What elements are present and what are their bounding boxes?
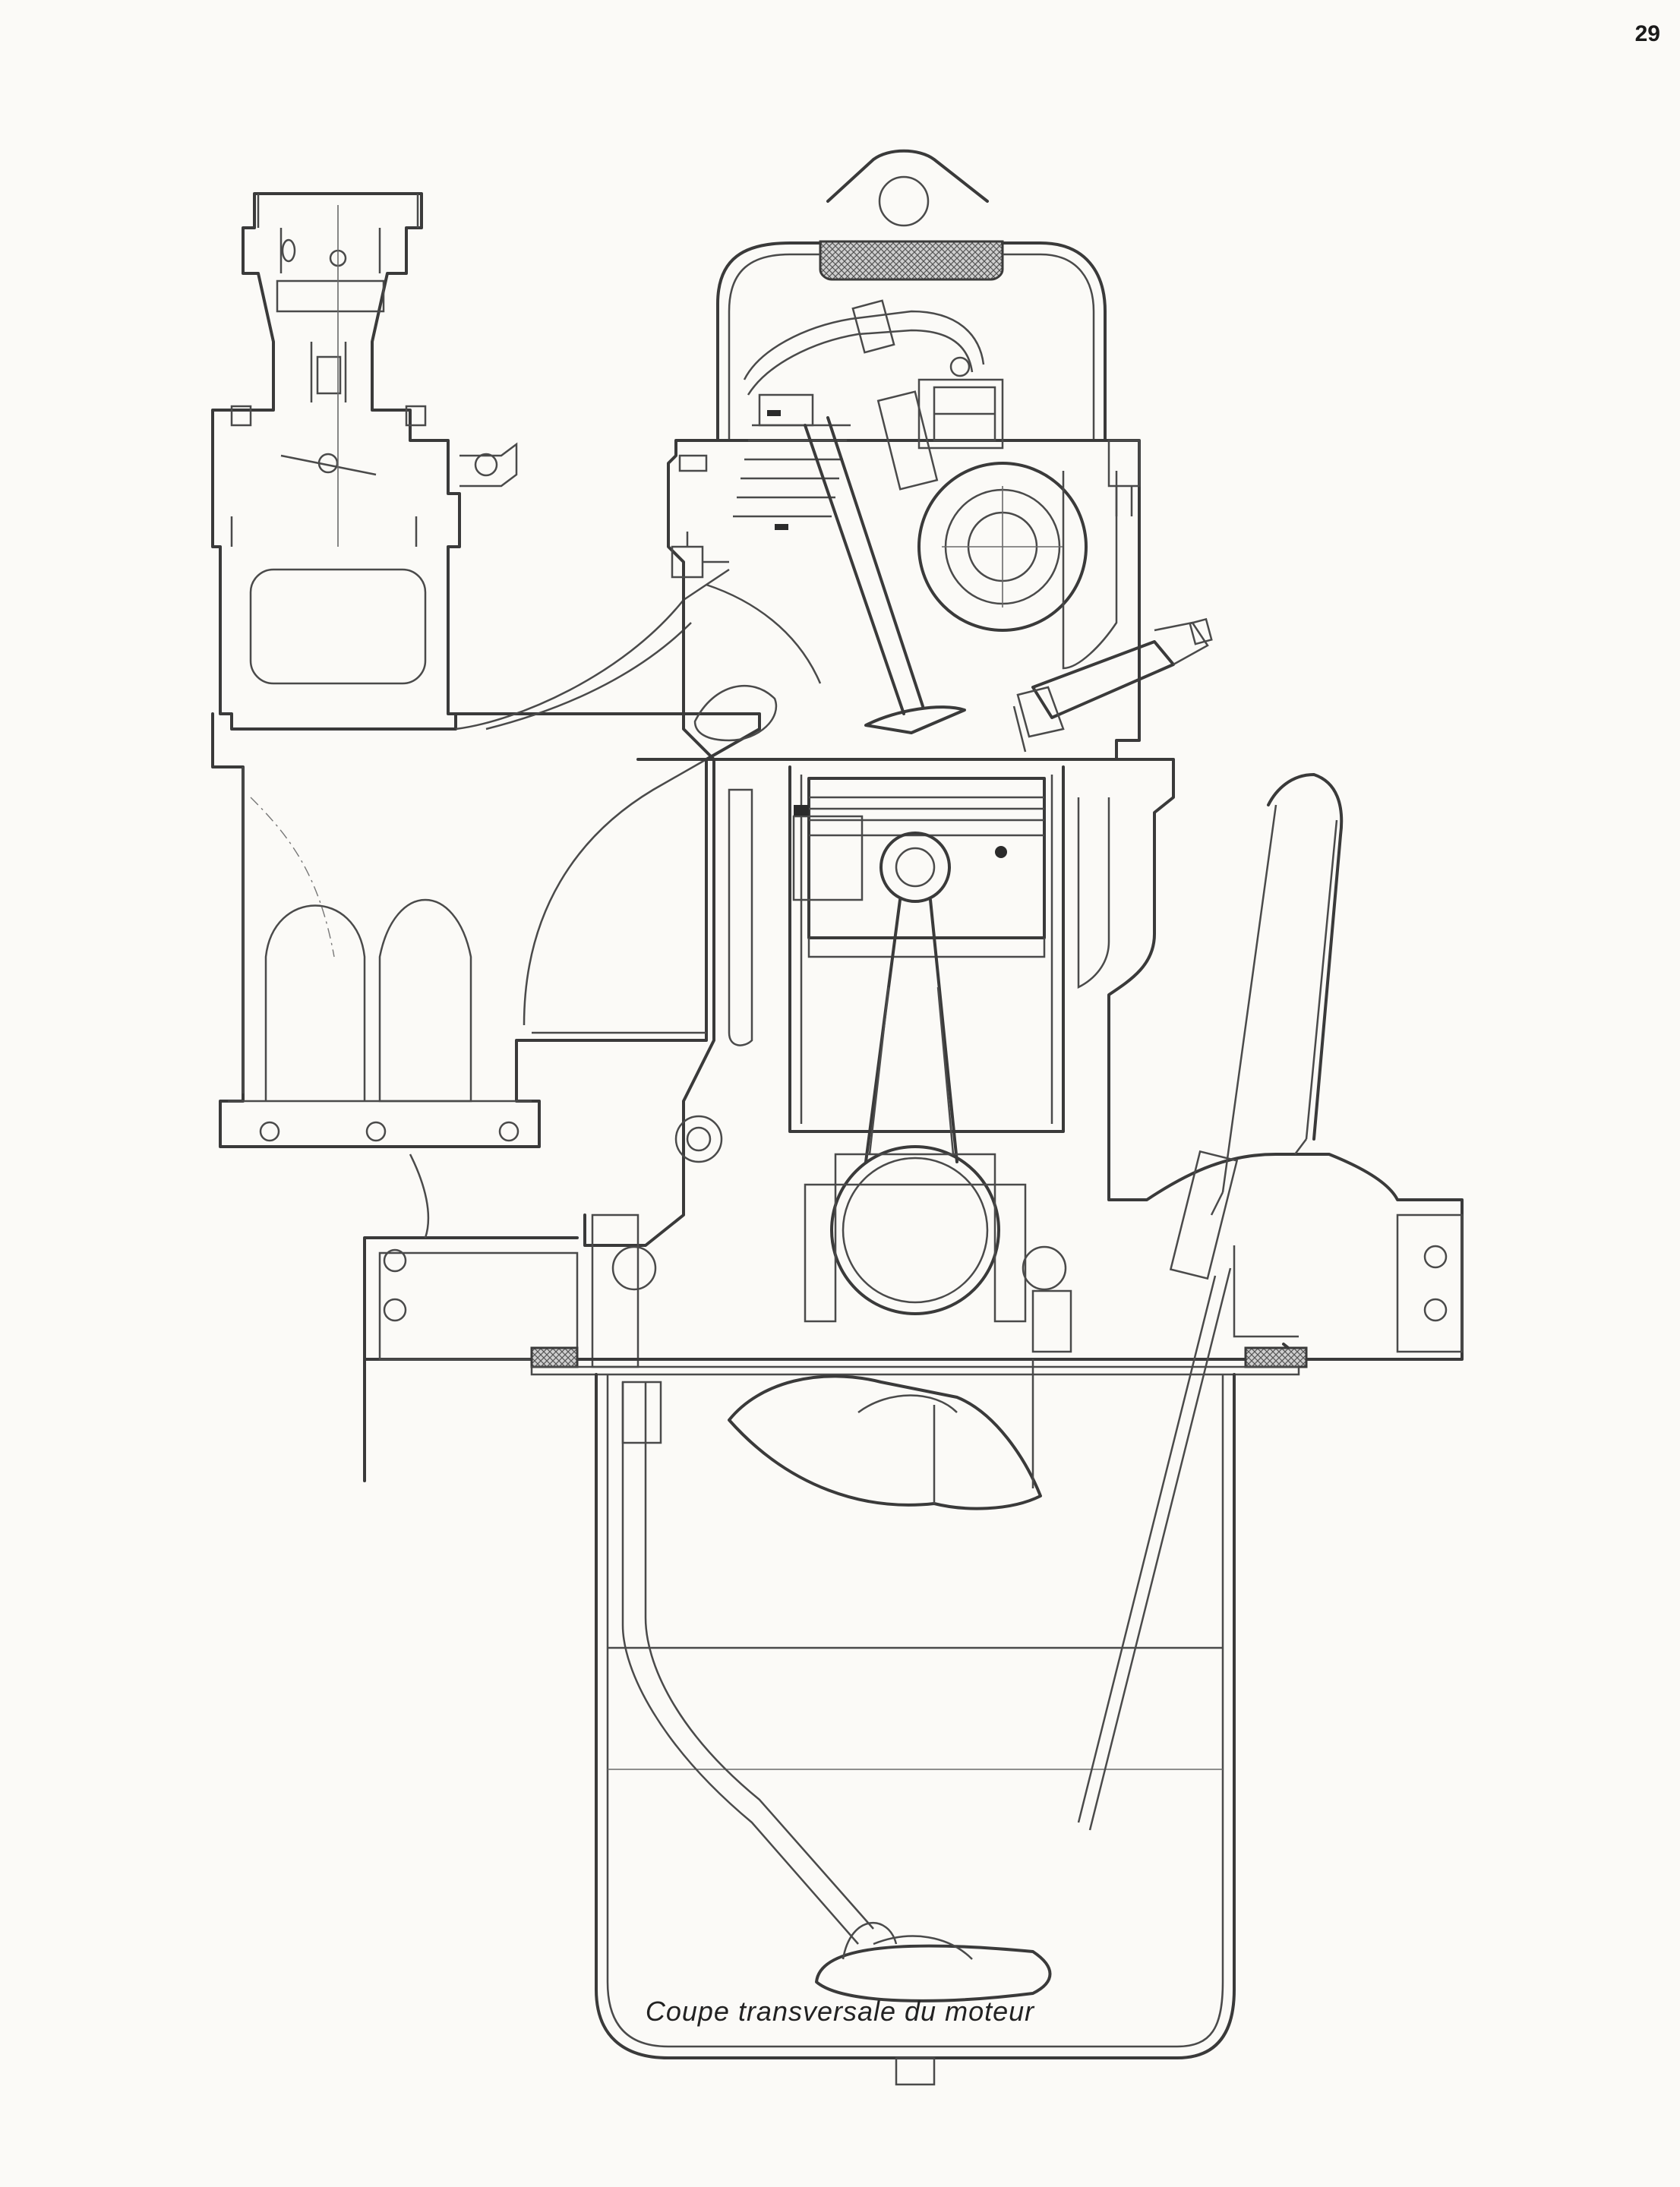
figure-caption: Coupe transversale du moteur (645, 1996, 1035, 2027)
manifold (211, 568, 761, 1148)
crankcase-flange (363, 1153, 1464, 1482)
carburetor (211, 192, 518, 731)
cylinder-head (667, 299, 1141, 761)
spark-plug (1012, 617, 1213, 753)
sump-gasket (530, 1346, 1308, 1376)
page-number: 29 (1634, 21, 1660, 46)
dipstick (1077, 773, 1344, 1831)
oil-sump (595, 1373, 1236, 2086)
rocker-cover (716, 149, 1107, 442)
cylinder-block (583, 758, 1464, 1368)
crankshaft-web (728, 1359, 1042, 1510)
